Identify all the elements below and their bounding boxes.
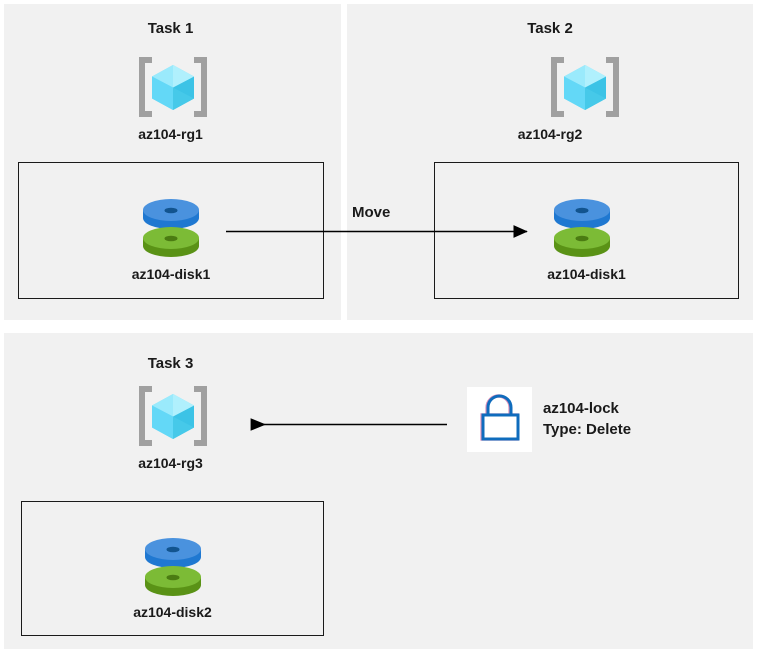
resource-group-label: az104-rg2 xyxy=(517,126,583,142)
resource-group-icon xyxy=(548,54,622,120)
task-3-title: Task 3 xyxy=(147,355,194,372)
managed-disk-icon xyxy=(546,196,618,258)
task-1-title: Task 1 xyxy=(147,20,194,37)
disk-label: az104-disk1 xyxy=(547,266,626,282)
managed-disk-icon xyxy=(135,196,207,258)
task-2-title: Task 2 xyxy=(527,20,573,37)
disk-label: az104-disk2 xyxy=(133,604,212,620)
lock-type: Type: Delete xyxy=(543,421,632,438)
lock-icon xyxy=(467,387,532,452)
disk-label: az104-disk1 xyxy=(131,266,211,282)
resource-group-label: az104-rg3 xyxy=(138,455,203,471)
lock-text-block: az104-lock Type: Delete xyxy=(543,398,631,440)
resource-group-icon xyxy=(136,54,210,120)
move-label: Move xyxy=(352,204,391,221)
resource-group-icon xyxy=(136,383,210,449)
resource-group-label: az104-rg1 xyxy=(138,126,203,142)
lock-name: az104-lock xyxy=(543,400,619,417)
managed-disk-icon xyxy=(137,535,209,597)
